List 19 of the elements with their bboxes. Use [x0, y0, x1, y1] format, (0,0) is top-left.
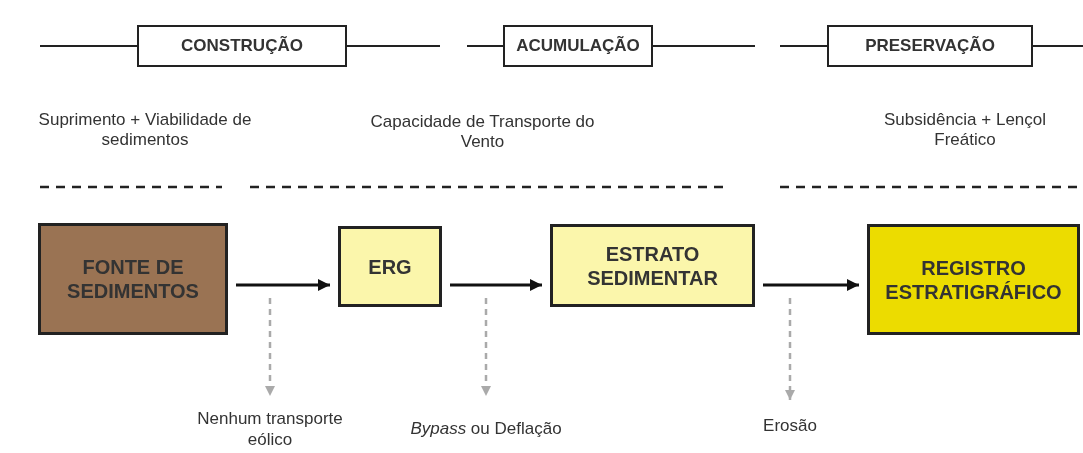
stage-header-box: ACUMULAÇÃO — [503, 25, 653, 67]
process-box: ESTRATO SEDIMENTAR — [550, 224, 755, 307]
process-box: ERG — [338, 226, 442, 307]
note-text: Capacidade de Transporte do Vento — [369, 112, 596, 152]
outcome-text: Nenhum transporte eólico — [180, 408, 360, 450]
stage-header-box: CONSTRUÇÃO — [137, 25, 347, 67]
arrow — [265, 298, 275, 396]
outcome-text: Bypass ou Deflação — [406, 408, 566, 450]
arrow — [763, 279, 859, 291]
process-box: FONTE DE SEDIMENTOS — [38, 223, 228, 335]
process-box: REGISTRO ESTRATIGRÁFICO — [867, 224, 1080, 335]
outcome-text: Erosão — [740, 412, 840, 440]
note-text: Suprimento + Viabilidade de sedimentos — [37, 110, 253, 150]
arrow — [785, 298, 795, 400]
arrow — [236, 279, 330, 291]
arrow — [450, 279, 542, 291]
note-text: Subsidência + Lençol Freático — [882, 110, 1048, 150]
stage-header-box: PRESERVAÇÃO — [827, 25, 1033, 67]
arrow — [481, 298, 491, 396]
